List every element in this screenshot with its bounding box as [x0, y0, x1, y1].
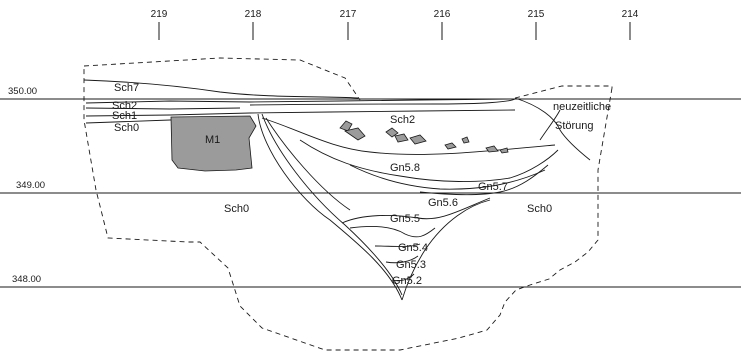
gn55-upper [341, 197, 491, 224]
stone-8 [485, 145, 499, 153]
tick-label-216: 216 [434, 9, 451, 20]
label-gn52: Gn5.2 [392, 275, 422, 287]
elevation-lines: 350.00 349.00 348.00 [0, 86, 741, 288]
stone-3 [385, 127, 399, 138]
gn53-line [385, 255, 419, 264]
label-sch2-left: Sch2 [112, 100, 137, 112]
excavation-outline [83, 57, 613, 351]
stones [339, 120, 509, 154]
label-gn55: Gn5.5 [390, 213, 420, 225]
label-neuzeitliche: neuzeitliche [553, 101, 611, 113]
pit-outer-left [257, 113, 403, 301]
label-sch1: Sch1 [112, 110, 137, 122]
label-sch0-left: Sch0 [224, 203, 249, 215]
x-ticks: 219 218 217 216 215 214 [151, 9, 639, 40]
tick-label-218: 218 [245, 9, 262, 20]
tick-label-217: 217 [340, 9, 357, 20]
tick-label-215: 215 [528, 9, 545, 20]
tick-label-214: 214 [622, 9, 639, 20]
upper-strata-lines [83, 79, 516, 124]
gn54-line [374, 243, 421, 247]
gn55-lower [349, 226, 436, 238]
stone-7 [461, 136, 470, 144]
layer-labels: Sch7 Sch2 Sch1 Sch0 M1 Sch2 neuzeitliche… [112, 82, 611, 287]
label-m1: M1 [205, 134, 220, 146]
pit-inner-left-a [261, 113, 403, 296]
stone-9 [499, 147, 509, 154]
disturbance-outline [514, 97, 591, 161]
stone-2 [344, 127, 366, 141]
label-gn53: Gn5.3 [396, 259, 426, 271]
label-gn54: Gn5.4 [398, 242, 428, 254]
label-stoerung: Störung [555, 120, 594, 132]
pit-inner-left-b [265, 117, 351, 211]
stone-6 [444, 142, 457, 150]
elevation-label-348: 348.00 [12, 274, 41, 285]
gn57-line [349, 164, 546, 190]
sch2-upper-fill [249, 98, 516, 106]
sch2-band-top [85, 98, 516, 104]
gn58-lower [299, 139, 559, 182]
sch7-lower-boundary [83, 79, 359, 99]
stone-5 [409, 134, 427, 145]
label-sch0-top: Sch0 [114, 122, 139, 134]
stone-1 [339, 120, 353, 132]
elevation-label-350: 350.00 [8, 86, 37, 97]
label-sch2-center: Sch2 [390, 114, 415, 126]
label-gn58: Gn5.8 [390, 162, 420, 174]
label-sch7: Sch7 [114, 82, 139, 94]
wall-m1 [170, 115, 257, 172]
pit-fill-lines [257, 113, 559, 301]
stone-4 [394, 133, 409, 143]
gn52-line [391, 273, 415, 282]
sch1-band-bottom [85, 109, 516, 117]
label-gn57: Gn5.7 [478, 181, 508, 193]
sch2-band-bottom [85, 107, 241, 110]
pit-outer-right [401, 199, 491, 301]
gn56-line [419, 164, 549, 196]
tick-label-219: 219 [151, 9, 168, 20]
elevation-label-349: 349.00 [16, 180, 45, 191]
label-gn56: Gn5.6 [428, 197, 458, 209]
label-sch0-right: Sch0 [527, 203, 552, 215]
